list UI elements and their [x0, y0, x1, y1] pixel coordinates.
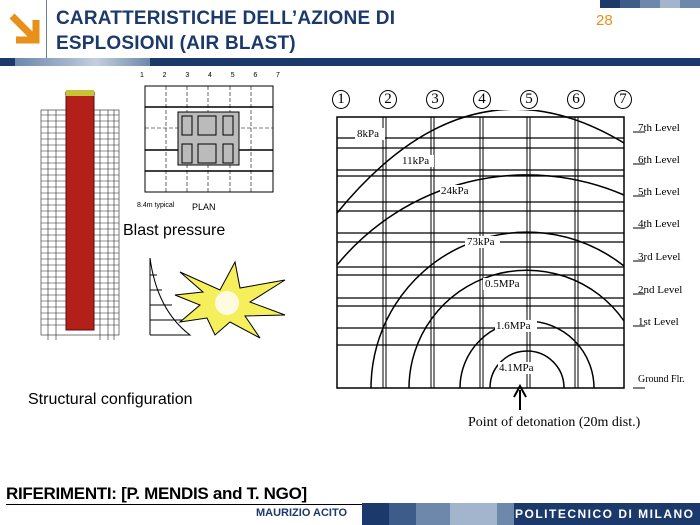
- grid-number: 6: [567, 90, 585, 109]
- pressure-arc: [336, 174, 625, 266]
- floor-plan: 1 2 3 4 5 6 7 8.4m typical PLAN: [137, 72, 280, 222]
- pressure-arc: [370, 231, 625, 389]
- pressure-label: 11kPa: [402, 155, 430, 167]
- institution-name: POLITECNICO DI MILANO: [515, 507, 695, 521]
- references: RIFERIMENTI: [P. MENDIS and T. NGO]: [6, 484, 566, 505]
- plan-grid-number: 1: [140, 72, 144, 79]
- pressure-label: 1.6MPa: [496, 320, 531, 332]
- level-label: 6th Level: [638, 154, 680, 166]
- slide-title: CARATTERISTICHE DELL’AZIONE DI ESPLOSIONI…: [56, 6, 395, 56]
- divider: [46, 0, 47, 58]
- pressure-arc: [408, 269, 625, 389]
- pressure-label: 8kPa: [357, 128, 379, 140]
- blast-pressure-label: Blast pressure: [123, 222, 226, 239]
- header-bar: [0, 58, 700, 66]
- grid-number: 4: [473, 90, 491, 109]
- level-label: 7th Level: [638, 122, 680, 134]
- grid-number: 2: [379, 90, 397, 109]
- pressure-label: 4.1MPa: [499, 362, 534, 374]
- plan-grid-number: 3: [185, 72, 190, 79]
- tower-3d-model: [38, 90, 123, 345]
- grid-number: 5: [520, 90, 538, 109]
- title-line-1: CARATTERISTICHE DELL’AZIONE DI: [56, 8, 396, 29]
- grid-number: 1: [332, 90, 350, 109]
- plan-grid-number: 7: [276, 72, 280, 79]
- plan-label: PLAN: [192, 202, 216, 212]
- header-stripes: [600, 0, 700, 8]
- level-label: 1st Level: [638, 316, 679, 328]
- pressure-label: 24kPa: [441, 185, 469, 197]
- plan-grid-number: 6: [253, 72, 258, 79]
- plan-grid-number: 5: [230, 72, 235, 79]
- explosion-icon: [145, 250, 295, 345]
- header-bar-stripes: [15, 58, 150, 66]
- footer-bar: [362, 503, 700, 525]
- arrow-logo-icon: [8, 12, 42, 51]
- plan-grid-number: 2: [162, 72, 167, 79]
- dimension-label: 8.4m typical: [137, 202, 175, 209]
- author: MAURIZIO ACITO: [256, 507, 348, 519]
- grid-number: 3: [426, 90, 444, 109]
- page-number: 28: [596, 12, 613, 29]
- level-label: 4th Level: [638, 218, 680, 230]
- title-line-2: ESPLOSIONI (AIR BLAST): [56, 33, 296, 54]
- structural-configuration-label: Structural configuration: [28, 391, 193, 408]
- pressure-label: 73kPa: [467, 236, 495, 248]
- level-label: 5th Level: [638, 186, 680, 198]
- pressure-arc: [336, 110, 625, 214]
- level-label: Ground Flr.: [638, 374, 685, 385]
- pressure-label: 0.5MPa: [485, 278, 520, 290]
- level-label: 2nd Level: [638, 284, 683, 296]
- level-label: 3rd Level: [638, 251, 681, 263]
- blast-pressure-diagram: 1 2 3 4 5 6 7 7th Level 6th Level 5th Level 4t…: [320, 70, 700, 440]
- plan-grid-number: 4: [208, 72, 212, 79]
- pressure-arc: [489, 350, 565, 389]
- detonation-label: Point of detonation (20m dist.): [468, 415, 641, 430]
- grid-number: 7: [614, 90, 632, 109]
